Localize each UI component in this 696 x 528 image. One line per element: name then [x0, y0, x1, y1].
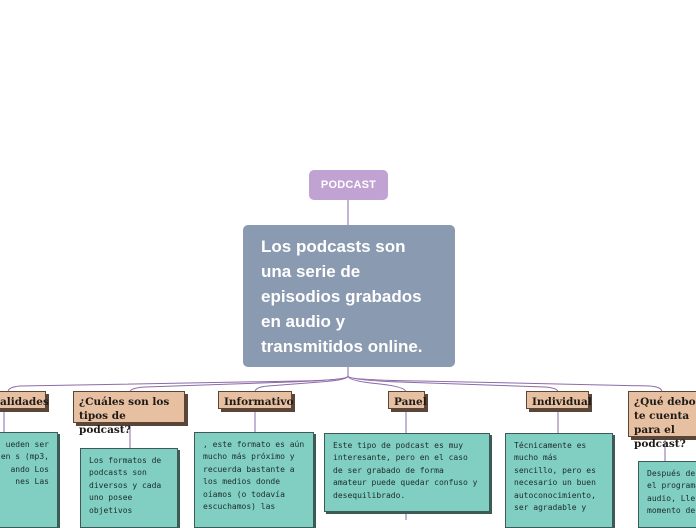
- topic-label: Informativo: [224, 396, 294, 408]
- topic-label: Panel: [394, 396, 427, 408]
- connector-central-topic-3: [254, 367, 349, 393]
- note-que-debo-tener-en-cuenta[interactable]: Después de el programa audio, Lle moment…: [638, 461, 696, 528]
- central-topic[interactable]: Los podcasts son una serie de episodios …: [243, 225, 455, 367]
- topic-individual[interactable]: Individual: [526, 391, 592, 409]
- root-label: PODCAST: [320, 179, 377, 191]
- topic-label: ¿Qué debo te cuenta para el podcast?: [634, 396, 696, 450]
- connector-central-topic-4: [347, 367, 407, 393]
- connector-central-topic-6: [347, 367, 663, 393]
- note-text: , este formato es aún mucho más próximo …: [203, 440, 305, 512]
- topic-informativo[interactable]: Informativo: [218, 391, 294, 409]
- note-tipos-de-podcast[interactable]: Los formatos de podcasts son diversos y …: [80, 448, 178, 528]
- topic-label: ¿Cuáles son los tipos de podcast?: [79, 396, 170, 436]
- topic-que-debo-tener-en-cuenta[interactable]: ¿Qué debo te cuenta para el podcast?: [628, 391, 696, 450]
- topic-panel[interactable]: Panel: [388, 391, 427, 409]
- connector-central-topic-2: [129, 367, 349, 393]
- topic-label: alidades: [0, 396, 49, 408]
- note-modalidades[interactable]: ueden ser en s (mp3, ando Los nes Las: [0, 432, 58, 528]
- note-text: Después de el programa audio, Lle moment…: [647, 469, 696, 516]
- note-panel[interactable]: Este tipo de podcast es muy interesante,…: [324, 433, 490, 512]
- topic-modalidades[interactable]: alidades: [0, 391, 49, 409]
- topic-tipos-de-podcast[interactable]: ¿Cuáles son los tipos de podcast?: [73, 391, 185, 436]
- note-text: Este tipo de podcast es muy interesante,…: [333, 441, 478, 500]
- root-node-podcast[interactable]: PODCAST: [309, 170, 388, 200]
- topic-label: Individual: [532, 396, 592, 408]
- connector-central-topic-1: [7, 367, 349, 393]
- note-text: Los formatos de podcasts son diversos y …: [89, 456, 162, 515]
- note-individual[interactable]: Técnicamente es mucho más sencillo, pero…: [505, 433, 613, 528]
- note-text: Técnicamente es mucho más sencillo, pero…: [514, 441, 596, 513]
- note-text: ueden ser en s (mp3, ando Los nes Las: [0, 440, 49, 487]
- note-informativo[interactable]: , este formato es aún mucho más próximo …: [194, 432, 314, 528]
- connector-central-topic-5: [347, 367, 559, 393]
- central-topic-text: Los podcasts son una serie de episodios …: [261, 237, 423, 356]
